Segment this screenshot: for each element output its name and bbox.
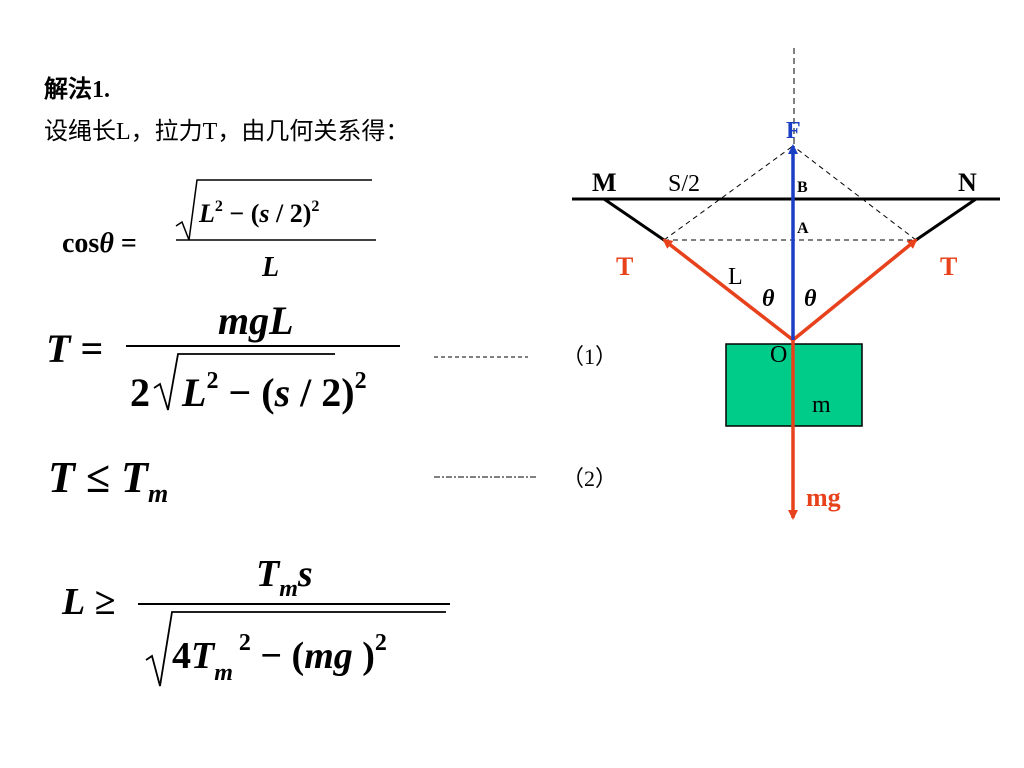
eq1-label: （1） <box>562 344 617 369</box>
rope-right-upper <box>915 197 977 242</box>
rope-left-upper <box>603 197 665 242</box>
label-T-left: T <box>616 252 633 281</box>
svg-text:L ≥: L ≥ <box>61 581 116 623</box>
label-A: A <box>797 220 809 237</box>
eq2-label: （2） <box>562 466 617 491</box>
svg-text:L2 − (s / 2)2: L2 − (s / 2)2 <box>198 198 319 228</box>
label-theta-left: θ <box>762 286 775 312</box>
svg-text:T =: T = <box>46 326 103 371</box>
svg-text:Tms: Tms <box>256 553 313 602</box>
sqrt-sign <box>153 353 335 411</box>
label-S2: S/2 <box>668 171 700 197</box>
label-T-right: T <box>940 252 957 281</box>
svg-text:mgL: mgL <box>218 298 294 343</box>
cos-equation: cosθ = L2 − (s / 2)2 L <box>62 179 376 283</box>
label-F: F <box>786 118 801 144</box>
force-parallelogram <box>663 145 917 241</box>
tension-equation: T = mgL 2 L2 − (s / 2)2 <box>46 298 400 415</box>
label-mg: mg <box>806 483 841 512</box>
sqrt-sign <box>145 611 446 687</box>
setup-line: 设绳长L，拉力T，由几何关系得： <box>44 119 410 145</box>
length-equation: L ≥ Tms 4Tm 2 − (mg )2 <box>61 553 450 687</box>
svg-text:cosθ =: cosθ = <box>62 228 137 259</box>
label-theta-right: θ <box>804 286 817 312</box>
label-L: L <box>728 264 743 290</box>
method-title: 解法1. <box>44 77 110 103</box>
tension-arrow-right <box>791 238 918 342</box>
label-m: m <box>812 392 831 418</box>
label-B: B <box>797 179 808 196</box>
inequality-equation: T ≤ Tm <box>48 453 168 508</box>
svg-text:L2 − (s / 2)2: L2 − (s / 2)2 <box>181 368 367 415</box>
svg-text:4Tm 2 − (mg )2: 4Tm 2 − (mg )2 <box>172 630 387 686</box>
svg-text:2: 2 <box>130 370 150 415</box>
label-N: N <box>958 168 977 197</box>
svg-text:T ≤ Tm: T ≤ Tm <box>48 453 168 508</box>
svg-text:L: L <box>261 252 279 283</box>
label-O: O <box>770 342 787 368</box>
tension-arrow-left <box>662 238 795 342</box>
label-M: M <box>592 168 617 197</box>
